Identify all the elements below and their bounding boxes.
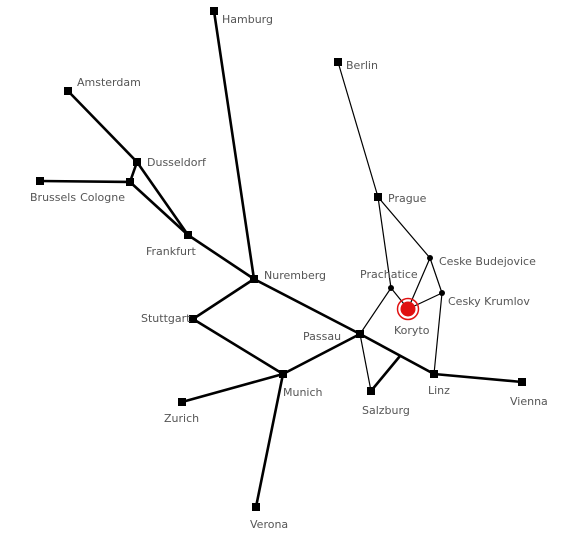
road-prague-prachatice	[377, 196, 392, 289]
city-salzburg-marker[interactable]	[367, 387, 375, 395]
road-ceske_budejovice-koryto	[407, 257, 431, 310]
road-amsterdam-dusseldorf	[66, 89, 139, 164]
city-nuremberg-label: Nuremberg	[264, 269, 326, 282]
road-passau-linz	[358, 332, 436, 376]
road-cologne-frankfurt	[128, 180, 190, 237]
city-amsterdam-label: Amsterdam	[77, 76, 141, 89]
city-linz-label: Linz	[428, 384, 450, 397]
city-verona-marker[interactable]	[252, 503, 260, 511]
city-cologne-label: Cologne	[80, 191, 125, 204]
city-hamburg-label: Hamburg	[222, 13, 273, 26]
city-prachatice-marker[interactable]	[388, 285, 394, 291]
city-frankfurt-label: Frankfurt	[146, 245, 196, 258]
road-stuttgart-munich	[191, 317, 285, 376]
road-berlin-prague	[337, 61, 379, 198]
city-vienna-label: Vienna	[510, 395, 548, 408]
city-cesky_krumlov-marker[interactable]	[439, 290, 445, 296]
city-dusseldorf-label: Dusseldorf	[147, 156, 207, 169]
city-vienna-marker[interactable]	[518, 378, 526, 386]
city-brussels-marker[interactable]	[36, 177, 44, 185]
road-nuremberg-passau	[252, 277, 362, 336]
current-location-ring	[396, 297, 420, 321]
city-linz-marker[interactable]	[430, 370, 438, 378]
city-munich-label: Munich	[283, 386, 323, 399]
city-prachatice-label: Prachatice	[360, 268, 418, 281]
road-salzburg-passau_linz_mid	[369, 354, 402, 393]
road-brussels-cologne	[38, 179, 132, 184]
city-prague-label: Prague	[388, 192, 427, 205]
road-prachatice-passau	[359, 287, 392, 335]
city-munich-marker[interactable]	[279, 370, 287, 378]
road-passau-salzburg	[359, 333, 372, 392]
city-dusseldorf-marker[interactable]	[133, 158, 141, 166]
city-zurich-marker[interactable]	[178, 398, 186, 406]
road-hamburg-nuremberg	[212, 9, 256, 281]
city-passau-label: Passau	[303, 330, 341, 343]
road-munich-verona	[254, 372, 285, 509]
city-cesky_krumlov-label: Cesky Krumlov	[448, 295, 530, 308]
city-ceske_budejovice-marker[interactable]	[427, 255, 433, 261]
city-ceske_budejovice-label: Ceske Budejovice	[439, 255, 536, 268]
city-prague-marker[interactable]	[374, 193, 382, 201]
current-location-marker[interactable]	[400, 301, 416, 317]
city-stuttgart-marker[interactable]	[189, 315, 197, 323]
city-stuttgart-label: Stuttgart	[141, 312, 191, 325]
city-amsterdam-marker[interactable]	[64, 87, 72, 95]
city-cologne-marker[interactable]	[126, 178, 134, 186]
road-dusseldorf-frankfurt	[135, 160, 190, 237]
city-berlin-label: Berlin	[346, 59, 378, 72]
road-prague-ceske_budejovice	[377, 196, 431, 259]
road-frankfurt-nuremberg	[186, 233, 256, 281]
city-berlin-marker[interactable]	[334, 58, 342, 66]
road-munich-passau	[281, 332, 362, 376]
road-cesky_krumlov-linz	[433, 292, 443, 375]
city-brussels-label: Brussels	[30, 191, 76, 204]
road-linz-vienna	[432, 372, 524, 384]
road-zurich-munich	[180, 372, 285, 404]
city-koryto-label: Koryto	[394, 324, 430, 337]
city-hamburg-marker[interactable]	[210, 7, 218, 15]
city-frankfurt-marker[interactable]	[184, 231, 192, 239]
city-passau-marker[interactable]	[356, 330, 364, 338]
city-zurich-label: Zurich	[164, 412, 199, 425]
city-salzburg-label: Salzburg	[362, 404, 410, 417]
city-nuremberg-marker[interactable]	[250, 275, 258, 283]
road-nuremberg-stuttgart	[191, 277, 256, 321]
road-ceske_budejovice-cesky_krumlov	[429, 257, 443, 294]
city-verona-label: Verona	[250, 518, 288, 531]
roads-layer	[38, 9, 524, 509]
cities-layer	[36, 7, 526, 511]
